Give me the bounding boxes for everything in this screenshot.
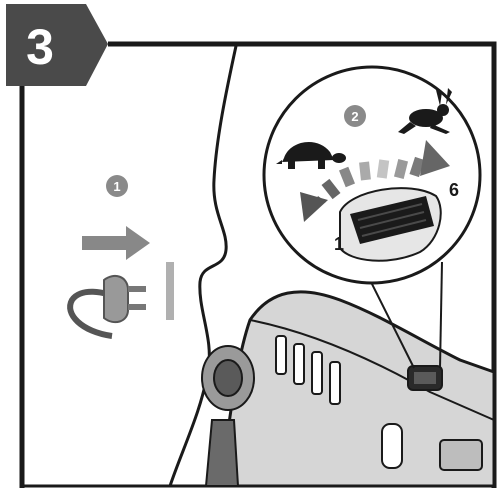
svg-text:2: 2 xyxy=(351,109,358,124)
drill-illustration xyxy=(202,292,494,486)
speed-max-label: 6 xyxy=(449,180,459,200)
socket-icon xyxy=(166,262,174,320)
speed-min-label: 1 xyxy=(334,234,344,254)
magnifier-callout: 2 xyxy=(264,67,480,283)
plug-icon xyxy=(70,276,146,336)
arrow-right-icon xyxy=(82,226,150,260)
step-number: 3 xyxy=(26,19,54,75)
step-badge: 3 xyxy=(6,4,108,86)
svg-text:1: 1 xyxy=(113,179,120,194)
unplug-step: 1 xyxy=(70,175,174,336)
